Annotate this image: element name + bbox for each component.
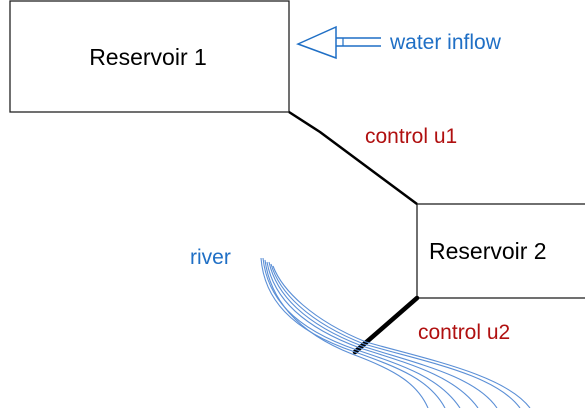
reservoir-1-box	[9, 0, 290, 113]
reservoir-1: Reservoir 1	[9, 0, 290, 113]
control-u2-label: control u2	[418, 321, 510, 344]
control-u2-line	[352, 295, 420, 355]
inflow-arrow-icon	[296, 25, 381, 60]
reservoir-2: Reservoir 2	[416, 203, 585, 299]
river-label: river	[190, 246, 231, 269]
water-inflow-label: water inflow	[389, 31, 502, 54]
river-lines	[260, 257, 531, 408]
control-u1-line	[288, 110, 418, 206]
reservoir-2-box	[416, 203, 585, 299]
reservoir-1-label: Reservoir 1	[89, 44, 207, 70]
reservoir-2-label: Reservoir 2	[429, 238, 547, 264]
control-u1-label: control u1	[365, 125, 457, 148]
